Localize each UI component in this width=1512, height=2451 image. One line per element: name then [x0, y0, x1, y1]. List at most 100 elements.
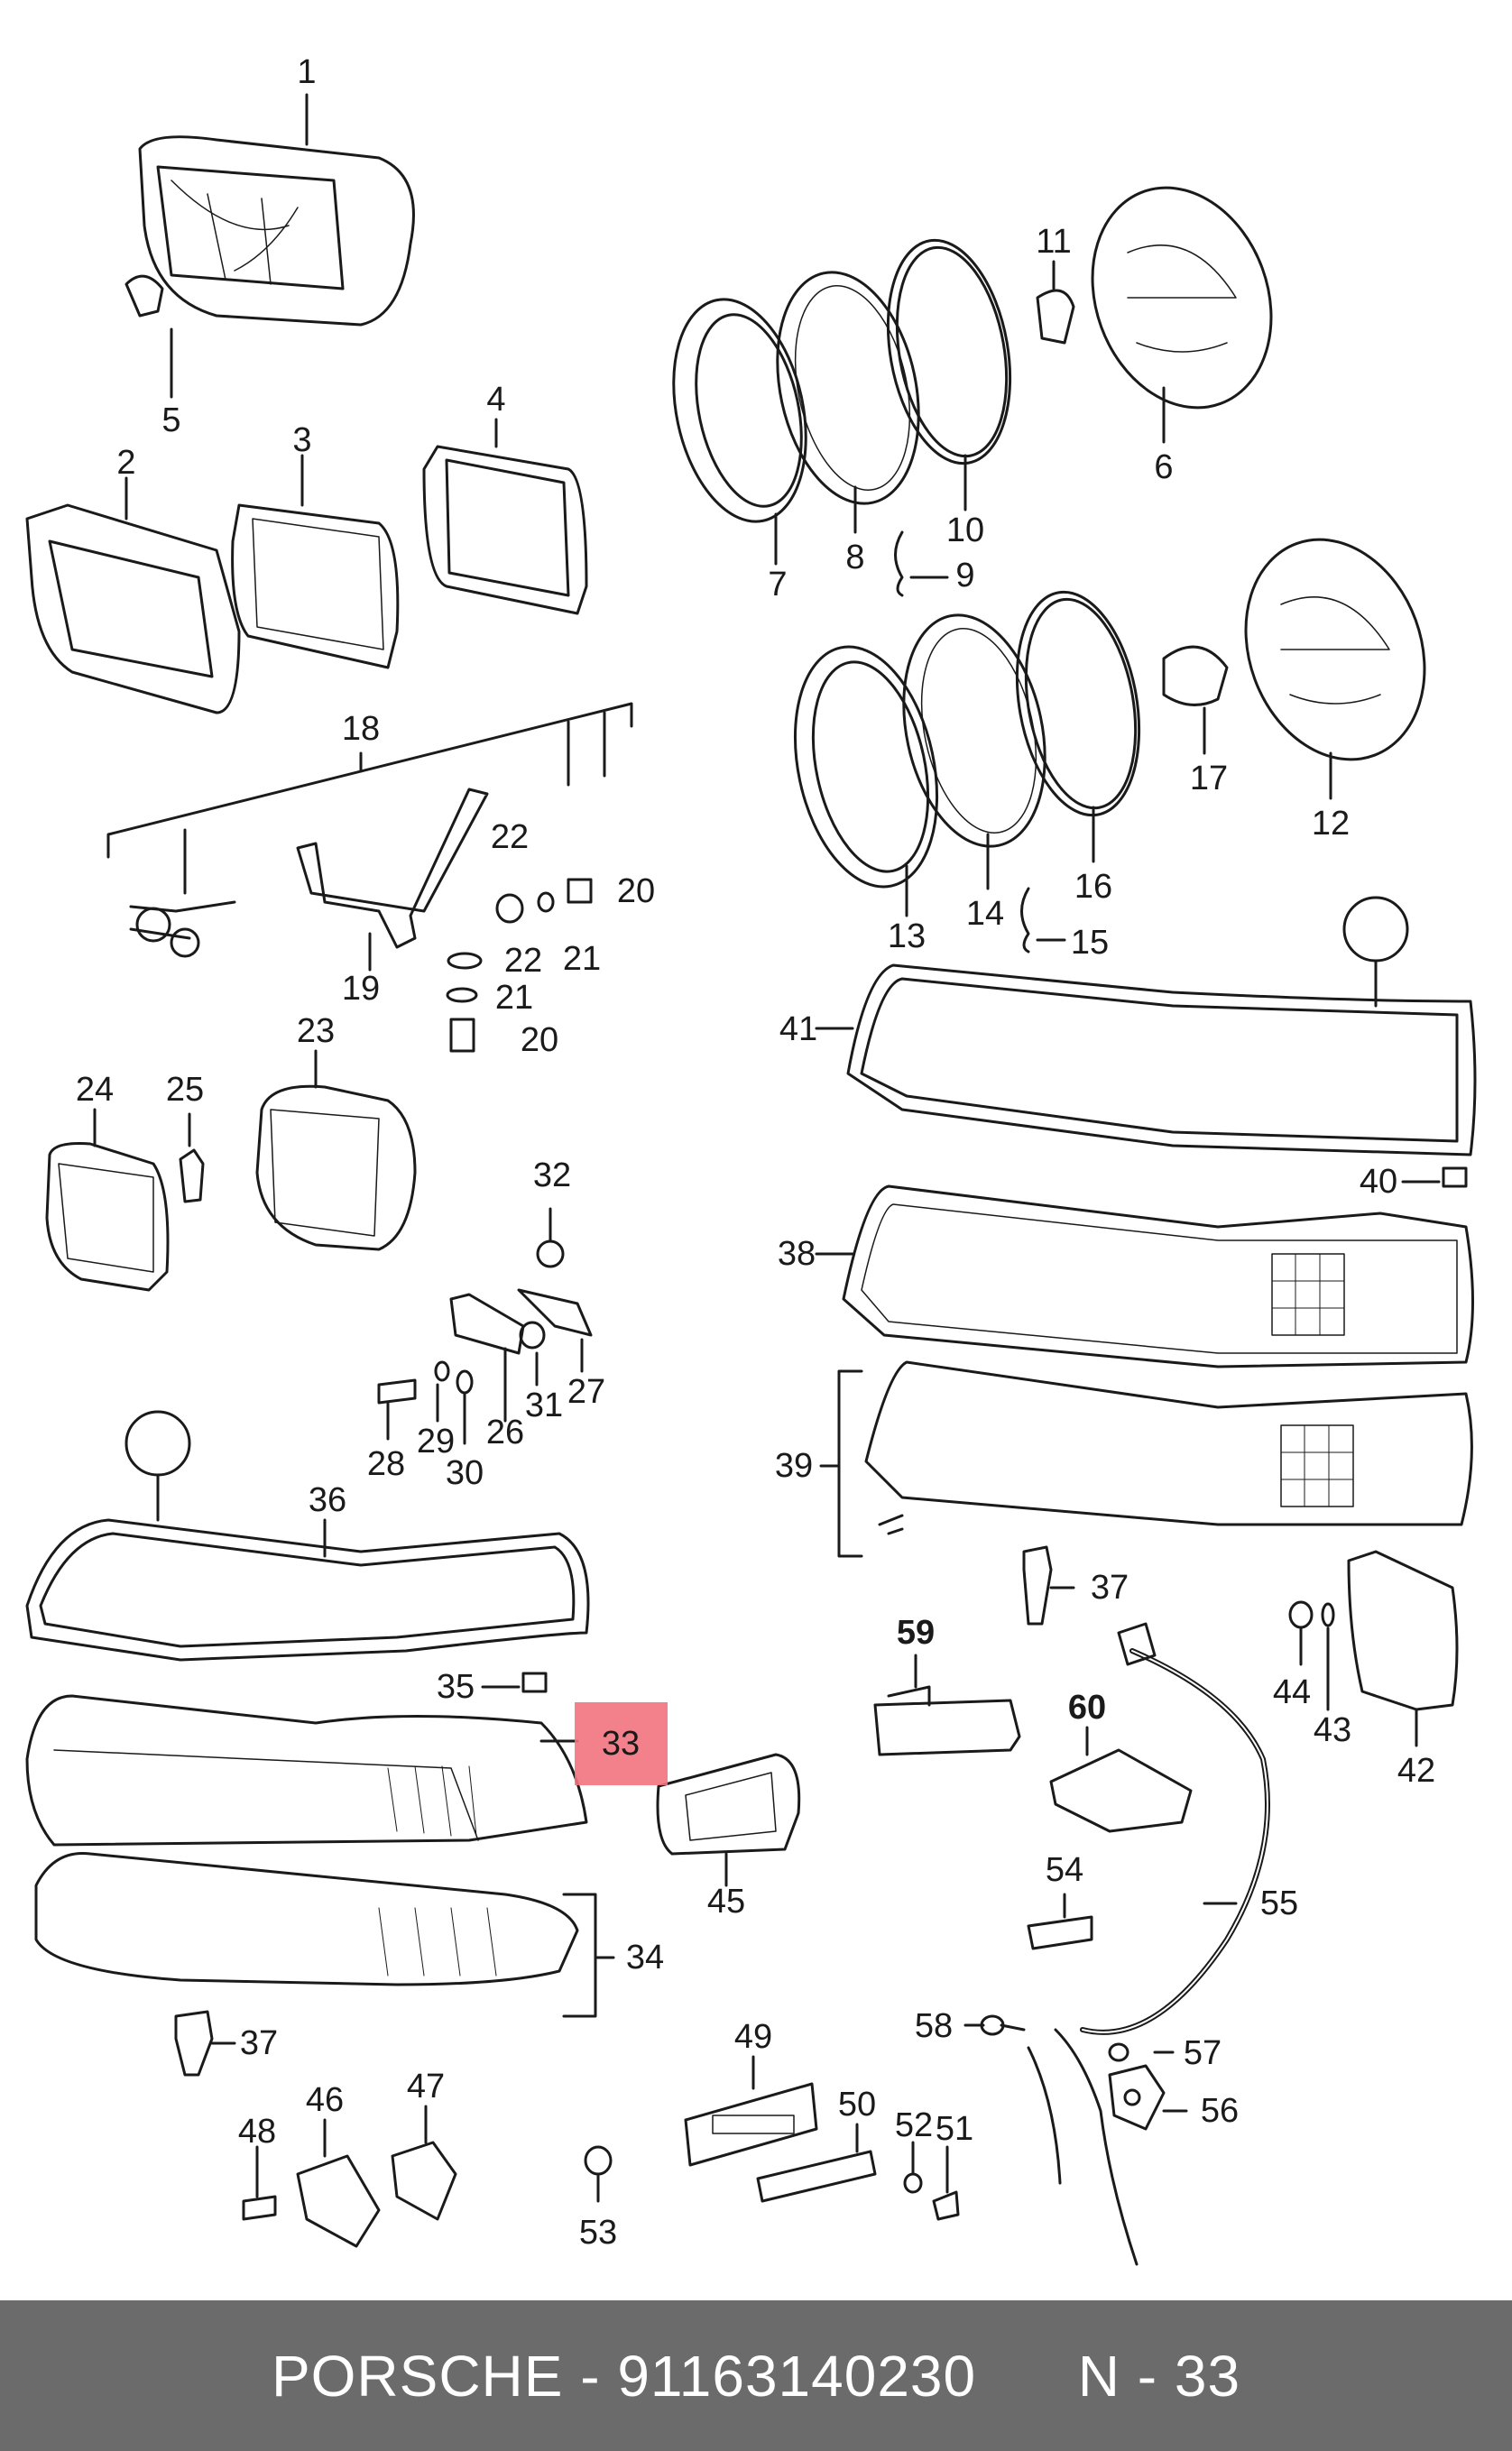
label-19: 19	[342, 970, 380, 1008]
label-39: 39	[775, 1447, 813, 1485]
part-38-tail-light	[815, 1184, 1474, 1368]
label-30: 30	[446, 1454, 484, 1492]
part-39-tail-lens	[819, 1360, 1473, 1558]
label-42: 42	[1397, 1752, 1435, 1790]
label-38: 38	[778, 1235, 816, 1273]
part-41-seal	[815, 896, 1477, 1156]
part-45-side-marker	[656, 1753, 801, 1887]
part-36-seal	[25, 1410, 590, 1662]
footer-position: N - 33	[1077, 2343, 1241, 2409]
footer-part-number: 91163140230	[617, 2343, 977, 2409]
part-35-clip	[481, 1672, 548, 1693]
part-24-lamp	[45, 1108, 170, 1292]
part-59-module	[873, 1654, 1021, 1756]
part-8-lens	[776, 271, 920, 534]
label-59: 59	[897, 1614, 935, 1652]
parts-diagram: 1 2 3 4 5 6 7 8 9 10 11 12 13 14 15 16 1…	[25, 53, 1477, 2266]
label-24: 24	[76, 1071, 114, 1109]
label-31: 31	[525, 1387, 563, 1424]
label-49: 49	[734, 2018, 772, 2056]
part-60-module	[1049, 1726, 1193, 1833]
footer-bar: PORSCHE - 91163140230 N - 33	[0, 2300, 1512, 2451]
label-13: 13	[888, 917, 926, 955]
part-53-grommet	[584, 2145, 613, 2203]
footer-brand: PORSCHE	[271, 2343, 564, 2409]
label-27: 27	[567, 1373, 605, 1411]
label-21a: 21	[563, 940, 601, 978]
part-43-44-hardware	[1288, 1600, 1335, 1711]
label-54: 54	[1046, 1851, 1083, 1889]
part-labels: 1 2 3 4 5 6 7 8 9 10 11 12 13 14 15 16 1…	[76, 53, 1435, 2252]
part-26-32-hardware	[377, 1207, 593, 1445]
label-28: 28	[367, 1445, 405, 1483]
label-15: 15	[1071, 924, 1109, 962]
label-36: 36	[309, 1481, 346, 1519]
label-26: 26	[486, 1414, 524, 1451]
label-20b: 20	[521, 1021, 558, 1059]
part-11-bulb	[1036, 260, 1075, 345]
label-22a: 22	[491, 818, 529, 856]
label-4: 4	[486, 381, 505, 419]
part-49-plate-light	[684, 2055, 818, 2167]
label-45: 45	[707, 1883, 745, 1921]
label-33: 33	[602, 1725, 640, 1763]
label-34: 34	[626, 1939, 664, 1976]
label-7: 7	[768, 566, 787, 604]
label-8: 8	[845, 539, 864, 576]
label-48: 48	[238, 2113, 276, 2151]
part-42-housing	[1347, 1550, 1459, 1747]
label-11: 11	[1036, 223, 1071, 261]
label-18: 18	[342, 710, 380, 748]
part-15-bracket	[1020, 887, 1066, 954]
label-16: 16	[1074, 868, 1112, 906]
label-32: 32	[533, 1156, 571, 1194]
footer-gap	[976, 2343, 1078, 2410]
label-60: 60	[1068, 1689, 1106, 1727]
part-56-57-58-hardware	[963, 2014, 1188, 2131]
part-37-bulb-left	[174, 2010, 236, 2077]
part-25-bulb	[179, 1112, 205, 1203]
part-46-47-48	[242, 2105, 457, 2248]
part-51-52-hardware	[903, 2141, 960, 2221]
label-10: 10	[946, 511, 984, 549]
label-37a: 37	[240, 2024, 278, 2062]
label-53: 53	[579, 2214, 617, 2252]
label-6: 6	[1154, 448, 1173, 486]
label-2: 2	[116, 444, 135, 482]
part-7-ring	[672, 298, 807, 566]
label-3: 3	[292, 421, 311, 459]
label-56: 56	[1201, 2092, 1239, 2130]
part-17-bulb	[1162, 645, 1229, 755]
part-3-lens	[231, 454, 400, 669]
part-18-assembly	[106, 702, 633, 958]
label-44: 44	[1273, 1673, 1311, 1711]
footer-separator: -	[563, 2343, 618, 2409]
label-37b: 37	[1091, 1569, 1129, 1607]
label-12: 12	[1312, 805, 1350, 843]
part-19-bracket	[296, 788, 489, 972]
label-1: 1	[297, 53, 316, 91]
label-55: 55	[1260, 1884, 1298, 1922]
part-5-bulb	[124, 274, 173, 399]
label-20a: 20	[617, 872, 655, 910]
label-23: 23	[297, 1012, 335, 1050]
label-47: 47	[407, 2068, 445, 2105]
label-25: 25	[166, 1071, 204, 1109]
label-14: 14	[966, 895, 1004, 933]
part-37-bulb-right	[1022, 1545, 1075, 1626]
part-4-seal	[422, 418, 588, 615]
label-51: 51	[936, 2110, 973, 2148]
part-16-seal	[1015, 590, 1141, 863]
label-57: 57	[1184, 2034, 1222, 2072]
part-40-clip	[1401, 1166, 1468, 1188]
part-34-lens	[34, 1851, 615, 2018]
part-54-clip	[1027, 1893, 1093, 1950]
label-5: 5	[161, 401, 180, 439]
part-6-lamp	[1091, 186, 1273, 444]
part-2-frame	[25, 476, 241, 714]
part-12-lamp	[1244, 538, 1426, 800]
label-9: 9	[955, 557, 974, 594]
part-1-fog-lamp	[138, 93, 415, 327]
label-40: 40	[1360, 1163, 1397, 1201]
highlight-box	[575, 1702, 668, 1785]
